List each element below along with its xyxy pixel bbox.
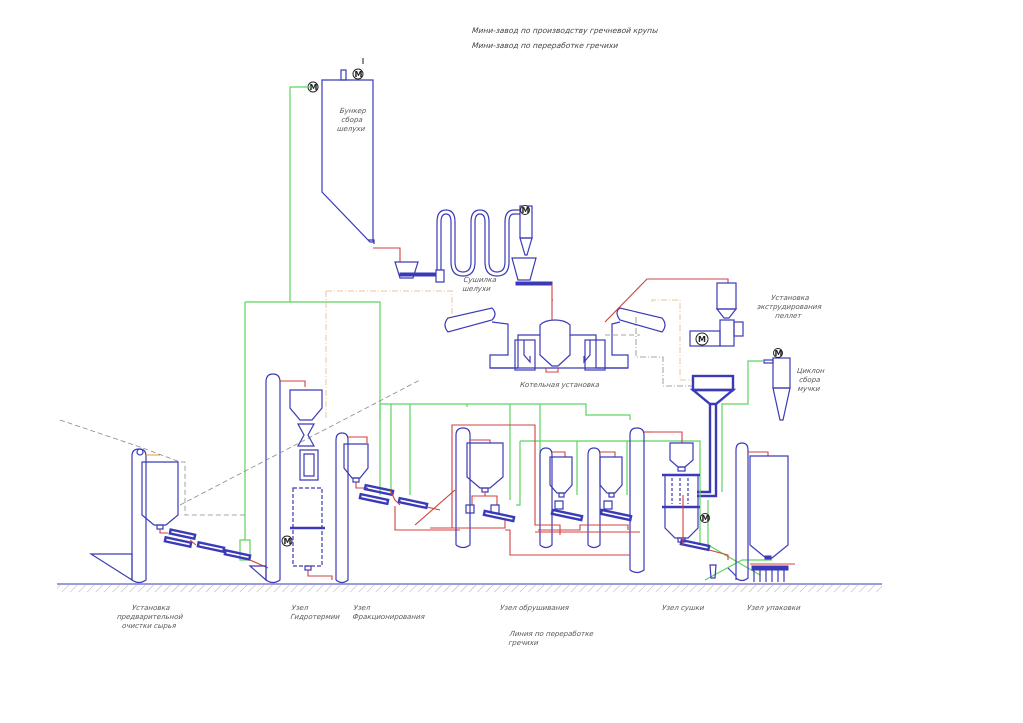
label-pellet-extruder: Установка экструдирования пеллет (756, 294, 822, 320)
motor-icon: M (352, 68, 364, 80)
label-drying: Узел сушки (661, 604, 705, 612)
svg-text:M: M (522, 206, 530, 215)
label-fractionation: Узел Фракционирования (352, 604, 426, 621)
label-flour-cyclone: Циклон сбора мучки (796, 367, 825, 393)
fractionation-unit (335, 432, 460, 584)
label-husk-bunker: Бункер сбора шелухи (336, 107, 367, 133)
svg-text:M: M (310, 83, 318, 92)
label-pre-cleaning: Установка предварительной очистки сырья (116, 604, 184, 630)
label-hulling: Узел обрушивания (499, 604, 570, 612)
packing-unit (727, 442, 795, 582)
ground-line (57, 583, 882, 592)
label-husk-dryer: Сушилка шелухи (462, 276, 497, 293)
diagram-subtitle: Мини-завод по переработке гречихи (471, 41, 619, 50)
label-line-caption: Линия по переработке гречихи (508, 630, 594, 647)
pellet-extruder (689, 282, 744, 347)
boiler-plant (444, 307, 666, 371)
hulling-unit (455, 427, 652, 574)
svg-text:M: M (775, 349, 783, 358)
pre-cleaning-unit (88, 373, 281, 584)
motor-icon: M (700, 513, 710, 523)
svg-text:M: M (702, 514, 710, 523)
flour-cyclone (763, 357, 791, 421)
drying-unit (652, 431, 729, 579)
husk-dryer (394, 205, 553, 286)
svg-text:M: M (698, 335, 706, 344)
bag-filter (689, 374, 737, 498)
label-hydrothermal: Узел Гидротермии (290, 604, 341, 621)
label-boiler: Котельная установка (519, 381, 600, 389)
motor-icon: M (307, 81, 319, 93)
hydrothermal-unit (280, 380, 333, 580)
motor-icon: M (773, 348, 783, 358)
husk-bunker (321, 58, 375, 244)
diagram-title: Мини-завод по производству гречневой кру… (471, 26, 659, 35)
motor-icon: M (520, 205, 530, 215)
svg-text:M: M (284, 537, 292, 546)
motor-icon: M (281, 535, 293, 547)
label-packing: Узел упаковки (746, 604, 801, 612)
motor-icon: M (695, 332, 709, 346)
svg-text:M: M (355, 70, 363, 79)
